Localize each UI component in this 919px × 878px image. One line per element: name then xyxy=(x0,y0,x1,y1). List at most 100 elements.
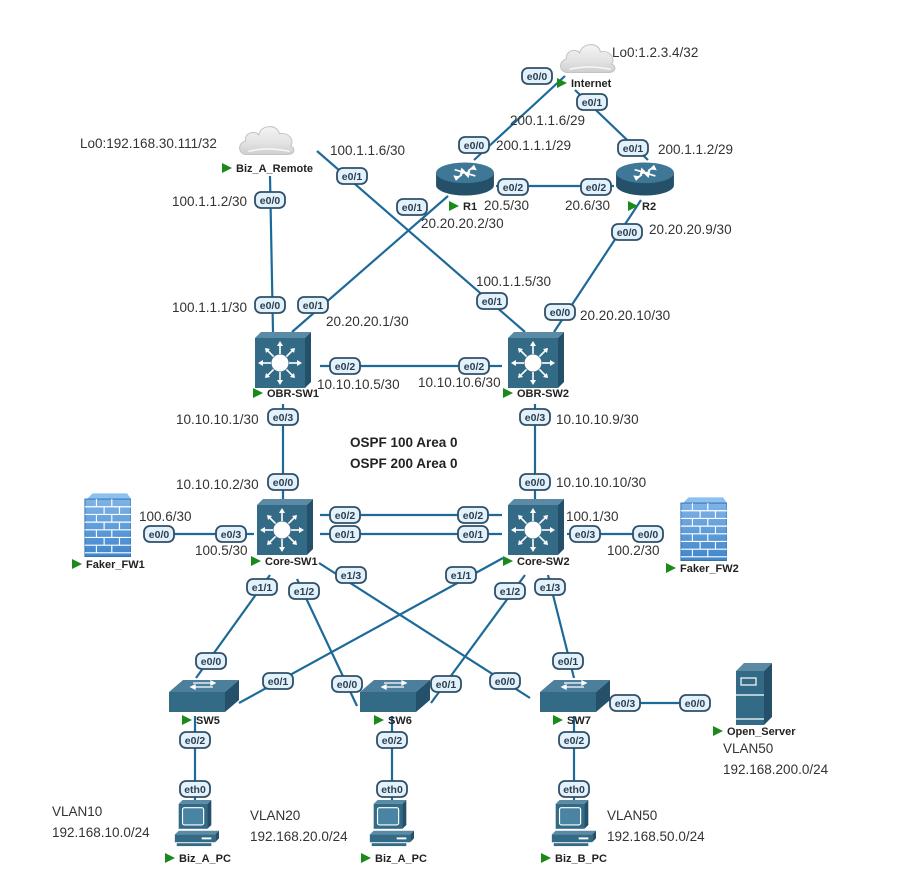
port-sw5-e0-1[interactable]: e0/1 xyxy=(262,672,294,690)
port-core_sw1-e0-2[interactable]: e0/2 xyxy=(329,506,361,524)
port-internet-e0-1[interactable]: e0/1 xyxy=(576,93,608,111)
node-sw5[interactable]: SW5 xyxy=(169,679,239,727)
port-open_server-e0-0[interactable]: e0/0 xyxy=(679,694,711,712)
ip-label-core_sw2: 100.1/30 xyxy=(566,509,619,524)
port-badge-shape xyxy=(519,408,551,426)
play-status-icon xyxy=(553,715,563,725)
port-r2-e0-1[interactable]: e0/1 xyxy=(617,139,649,157)
node-label: OBR-SW1 xyxy=(267,388,319,400)
port-r2-e0-0[interactable]: e0/0 xyxy=(611,223,643,241)
port-obr_sw1-e0-3[interactable]: e0/3 xyxy=(267,408,299,426)
port-internet-e0-0[interactable]: e0/0 xyxy=(521,67,553,85)
port-pc1-eth0[interactable]: eth0 xyxy=(179,780,211,798)
port-obr_sw2-e0-0[interactable]: e0/0 xyxy=(544,303,576,321)
port-sw7-e0-0[interactable]: e0/0 xyxy=(489,672,521,690)
port-sw6-e0-0[interactable]: e0/0 xyxy=(331,675,363,693)
ip-label-obr_sw1: 20.20.20.1/30 xyxy=(326,314,409,329)
node-label: Core-SW1 xyxy=(265,556,318,568)
ip-label-r2: 200.1.1.2/29 xyxy=(658,142,733,157)
node-r1[interactable]: R1 xyxy=(435,161,495,213)
port-badge-shape xyxy=(632,525,664,543)
port-pc3-eth0[interactable]: eth0 xyxy=(558,780,590,798)
port-core_sw2-e0-1[interactable]: e0/1 xyxy=(457,525,489,543)
port-obr_sw1-e0-1[interactable]: e0/1 xyxy=(297,296,329,314)
ip-label-r2: 20.6/30 xyxy=(565,198,610,213)
port-r1-e0-1[interactable]: e0/1 xyxy=(396,198,428,216)
port-label: e0/1 xyxy=(268,676,289,688)
port-obr_sw2-e0-1[interactable]: e0/1 xyxy=(476,292,508,310)
port-badge-shape xyxy=(195,652,227,670)
port-core_sw2-e1-1[interactable]: e1/1 xyxy=(445,566,477,584)
port-core_sw1-e1-3[interactable]: e1/3 xyxy=(335,566,367,584)
node-obr-sw2[interactable]: OBR-SW2 xyxy=(503,332,569,400)
ospf-annotation-100: OSPF 100 Area 0 xyxy=(350,435,458,450)
port-sw5-e0-2[interactable]: e0/2 xyxy=(179,731,211,749)
port-obr_sw1-e0-0[interactable]: e0/0 xyxy=(254,296,286,314)
port-obr_sw2-e0-3[interactable]: e0/3 xyxy=(519,408,551,426)
node-core-sw1[interactable]: Core-SW1 xyxy=(251,499,318,568)
port-badge-shape xyxy=(609,694,641,712)
port-sw6-e0-2[interactable]: e0/2 xyxy=(376,731,408,749)
ospf-annotation-200: OSPF 200 Area 0 xyxy=(350,456,458,471)
port-sw7-e0-3[interactable]: e0/3 xyxy=(609,694,641,712)
port-badge-shape xyxy=(679,694,711,712)
port-r1-e0-0[interactable]: e0/0 xyxy=(458,136,490,154)
port-badge-shape xyxy=(576,93,608,111)
port-core_sw2-e1-3[interactable]: e1/3 xyxy=(534,578,566,596)
port-label: e0/0 xyxy=(260,195,281,207)
node-core-sw2[interactable]: Core-SW2 xyxy=(503,499,570,568)
port-core_sw2-e0-2[interactable]: e0/2 xyxy=(457,506,489,524)
play-status-icon xyxy=(449,201,459,211)
port-faker_fw1-e0-0[interactable]: e0/0 xyxy=(143,525,175,543)
port-core_sw1-e1-2[interactable]: e1/2 xyxy=(288,582,320,600)
port-faker_fw2-e0-0[interactable]: e0/0 xyxy=(632,525,664,543)
port-badge-shape xyxy=(254,296,286,314)
port-label: e0/0 xyxy=(464,140,485,152)
port-sw7-e0-2[interactable]: e0/2 xyxy=(558,731,590,749)
port-sw7-e0-1[interactable]: e0/1 xyxy=(552,652,584,670)
port-obr_sw1-e0-2[interactable]: e0/2 xyxy=(329,357,361,375)
play-status-icon xyxy=(374,715,384,725)
port-biz_a_remote-e0-1[interactable]: e0/1 xyxy=(336,167,368,185)
port-sw6-e0-1[interactable]: e0/1 xyxy=(430,675,462,693)
ip-label-internet: 200.1.1.6/29 xyxy=(510,113,585,128)
port-core_sw1-e0-3[interactable]: e0/3 xyxy=(215,525,247,543)
node-obr-sw1[interactable]: OBR-SW1 xyxy=(253,332,319,400)
port-badge-shape xyxy=(376,780,408,798)
port-r2-e0-2[interactable]: e0/2 xyxy=(580,178,612,196)
node-r2[interactable]: R2 xyxy=(615,161,675,213)
node-faker-fw2[interactable]: Faker_FW2 xyxy=(666,497,739,575)
node-sw7[interactable]: SW7 xyxy=(540,679,610,727)
port-core_sw2-e0-0[interactable]: e0/0 xyxy=(519,473,551,491)
play-status-icon xyxy=(222,163,232,173)
port-badge-shape xyxy=(494,582,526,600)
node-faker-fw1[interactable]: Faker_FW1 xyxy=(72,493,145,571)
node-sw6[interactable]: SW6 xyxy=(360,679,430,727)
port-core_sw1-e0-1[interactable]: e0/1 xyxy=(329,525,361,543)
port-sw5-e0-0[interactable]: e0/0 xyxy=(195,652,227,670)
port-badge-shape xyxy=(569,525,601,543)
port-core_sw2-e0-3[interactable]: e0/3 xyxy=(569,525,601,543)
port-core_sw1-e0-0[interactable]: e0/0 xyxy=(267,473,299,491)
node-label: SW6 xyxy=(388,715,412,727)
port-core_sw2-e1-2[interactable]: e1/2 xyxy=(494,582,526,600)
port-label: e0/1 xyxy=(342,171,363,183)
port-core_sw1-e1-1[interactable]: e1/1 xyxy=(246,578,278,596)
port-label: e1/2 xyxy=(294,586,315,598)
port-label: e0/3 xyxy=(221,529,242,541)
port-biz_a_remote-e0-0[interactable]: e0/0 xyxy=(254,191,286,209)
port-obr_sw2-e0-2[interactable]: e0/2 xyxy=(458,357,490,375)
port-pc2-eth0[interactable]: eth0 xyxy=(376,780,408,798)
port-badge-shape xyxy=(396,198,428,216)
port-label: e0/1 xyxy=(463,529,484,541)
port-badge-shape xyxy=(458,357,490,375)
firewall-icon xyxy=(680,497,727,561)
port-r1-e0-2[interactable]: e0/2 xyxy=(497,178,529,196)
